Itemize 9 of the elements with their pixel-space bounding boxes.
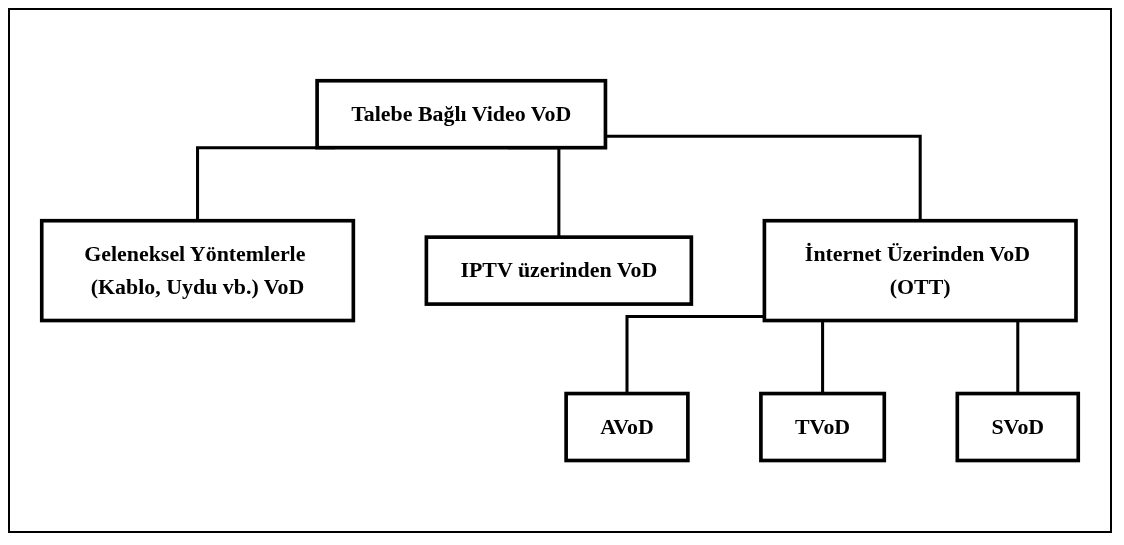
node-box bbox=[762, 218, 1078, 323]
node-box bbox=[315, 78, 608, 150]
node-box bbox=[759, 391, 887, 463]
node-box bbox=[39, 218, 356, 323]
connector bbox=[625, 314, 765, 394]
diagram-frame: Talebe Bağlı Video VoD Geleneksel Yöntemlerle (Kablo, Uydu vb.) VoD IPTV üzerinden VoD İnternet Üzerinden VoD (OTT) AVoD TVoD SVoD bbox=[8, 8, 1112, 533]
node-box bbox=[424, 235, 694, 306]
node-box bbox=[564, 391, 690, 463]
node-box bbox=[955, 391, 1081, 463]
